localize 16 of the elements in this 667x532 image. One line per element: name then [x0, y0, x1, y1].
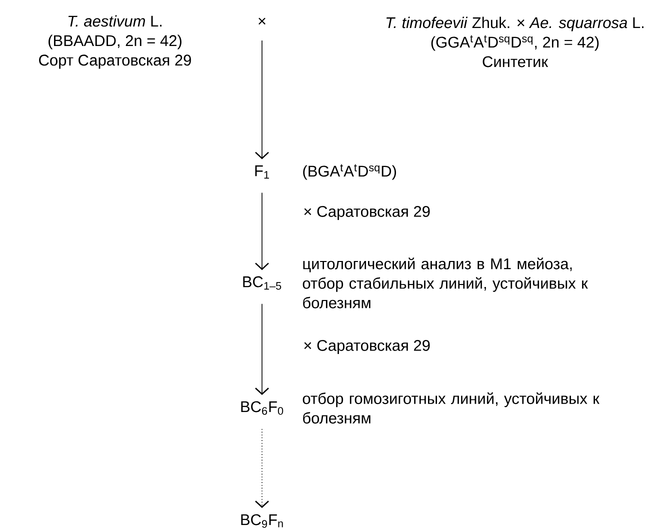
- generation-label: BC$_{1–5}$: [243, 276, 282, 290]
- parent-label: T. timofeevii Zhuk. × Ae. squarrosa L. (GGA$^{t}$A$^{t}$D$^{sq}$D$^{sq}$, 2n = 42) Синтетик: [386, 16, 644, 68]
- parent-label: T. aestivum L. (BBAADD, 2n = 42) Сорт Саратовская 29: [39, 15, 191, 69]
- cross-sign: ×: [258, 18, 266, 25]
- arrow: [255, 304, 269, 396]
- note-text: (BGA$^{t}$A$^{t}$D$^{sq}$D): [303, 164, 396, 180]
- arrow: [255, 428, 269, 508]
- generation-label: BC$_{6}$F$_{0}$: [241, 401, 284, 415]
- arrow: [255, 192, 269, 270]
- note-text: отбор гомозиготных линий, устойчивых к болезням: [302, 392, 600, 424]
- arrow: [255, 40, 269, 160]
- edge-label: × Саратовская 29: [302, 204, 432, 222]
- note-text: цитологический анализ в М1 мейоза, отбор стабильных линий, устойчивых к болезням: [302, 258, 588, 308]
- generation-label: F$_{1}$: [255, 165, 269, 179]
- generation-label: BC$_{9}$F$_{n}$: [241, 514, 283, 528]
- edge-label: × Саратовская 29: [302, 338, 432, 356]
